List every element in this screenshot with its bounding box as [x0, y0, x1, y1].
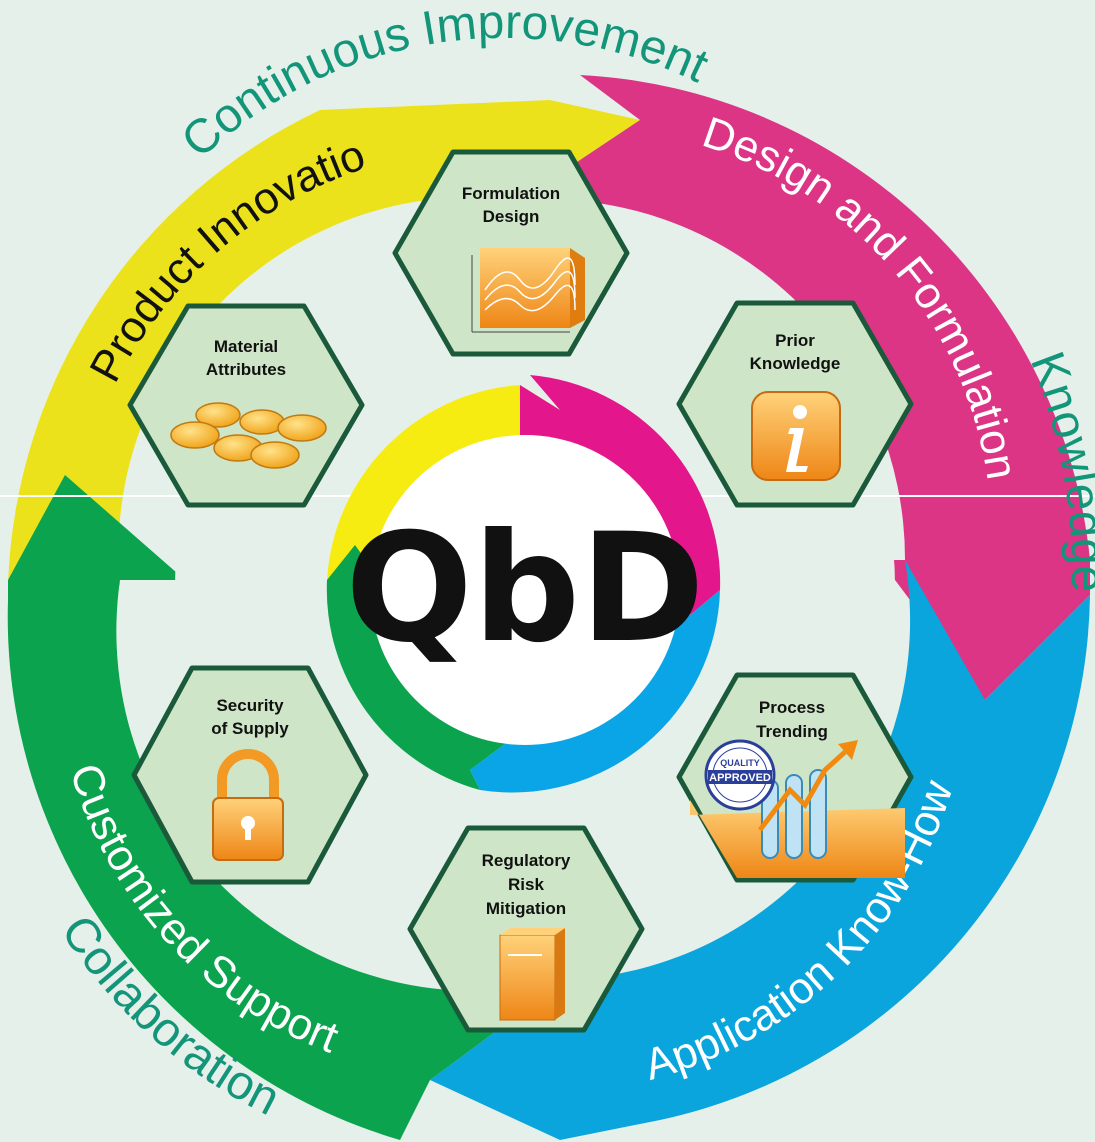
- stamp-top-text: QUALITY: [720, 758, 760, 768]
- stamp-main-text: APPROVED: [709, 772, 771, 784]
- ring-segment-green: [7, 475, 566, 1140]
- hex-process-trending-line1: Process: [759, 698, 825, 717]
- center-disk: [370, 435, 680, 745]
- hex-prior-knowledge: Prior Knowledge: [676, 300, 914, 508]
- hex-regulatory-line1: Regulatory: [482, 851, 571, 870]
- hex-security-line2: of Supply: [211, 719, 289, 738]
- hex-process-trending: Process Trending QUALITY APPROVED: [676, 672, 914, 883]
- quality-approved-stamp: QUALITY APPROVED: [704, 739, 776, 811]
- hex-prior-knowledge-line2: Knowledge: [750, 354, 841, 373]
- hex-regulatory-line2: Risk: [508, 875, 544, 894]
- hex-formulation-design-line1: Formulation: [462, 184, 560, 203]
- hex-security-line1: Security: [216, 696, 284, 715]
- hex-material-attributes: Material Attributes: [127, 303, 365, 508]
- hex-material-line1: Material: [214, 337, 278, 356]
- ring-segment-magenta: [520, 75, 1090, 700]
- hex-formulation-design-line2: Design: [483, 207, 540, 226]
- ring-segment-yellow: [8, 100, 640, 585]
- hex-security-of-supply: Security of Supply: [131, 665, 369, 885]
- hex-regulatory-risk-mitigation: Regulatory Risk Mitigation: [407, 825, 645, 1033]
- book-icon: [499, 928, 565, 1021]
- trending-icon: [690, 740, 905, 878]
- tablets-icon: [170, 402, 327, 469]
- padlock-icon: [212, 749, 284, 861]
- center-label: QbD: [345, 502, 704, 676]
- info-icon: [751, 391, 841, 481]
- hex-prior-knowledge-line1: Prior: [775, 331, 815, 350]
- hex-process-trending-line2: Trending: [756, 722, 828, 741]
- surface-plot-icon: [471, 248, 585, 333]
- hex-formulation-design: Formulation Design: [392, 149, 630, 357]
- hex-material-line2: Attributes: [206, 360, 286, 379]
- hex-regulatory-line3: Mitigation: [486, 899, 566, 918]
